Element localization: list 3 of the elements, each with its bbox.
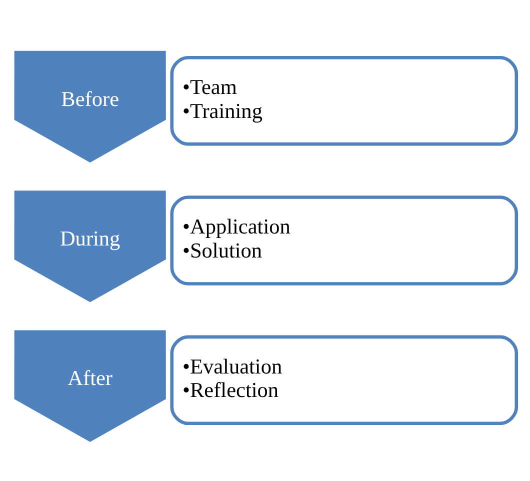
node-box: •Evaluation •Reflection [170,335,518,426]
node-box: •Team •Training [170,56,518,146]
node-box: •Application •Solution [170,196,518,286]
